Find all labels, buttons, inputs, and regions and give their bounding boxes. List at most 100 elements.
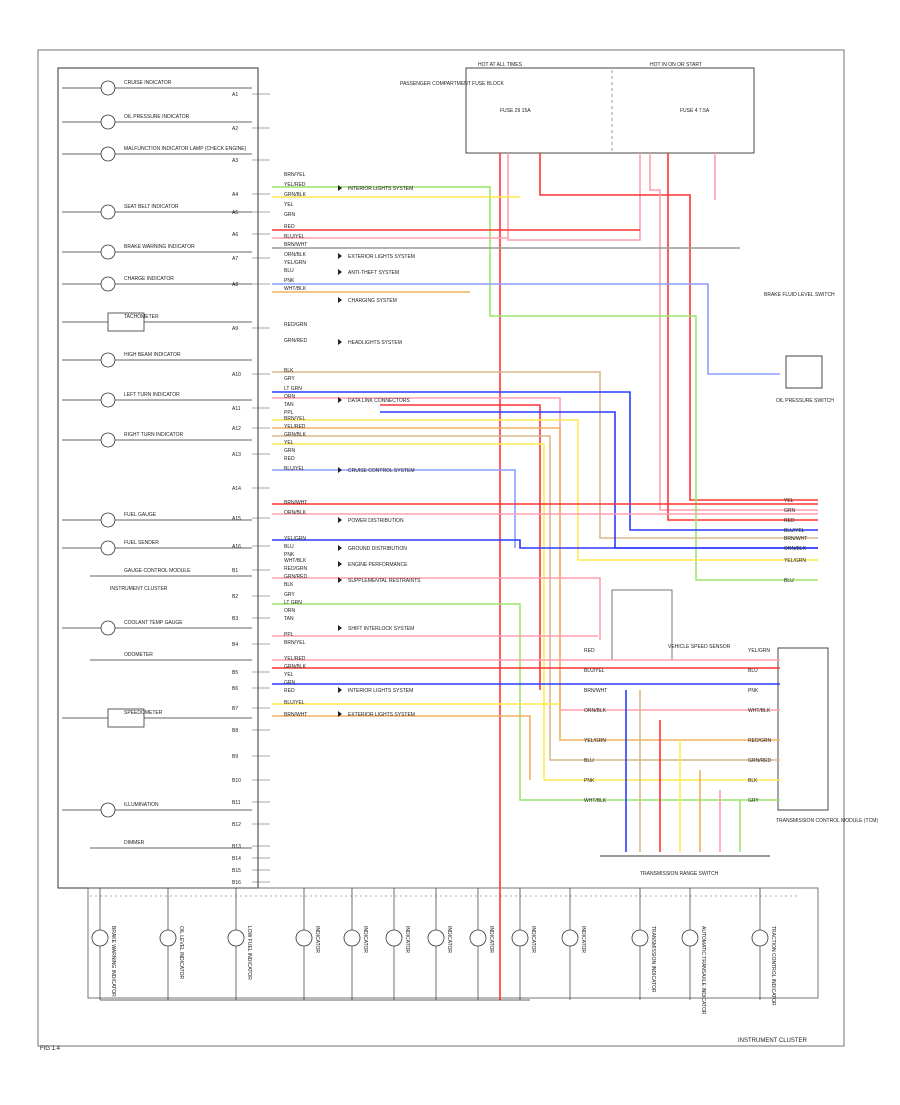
bottom-component-label: INDICATOR bbox=[530, 926, 536, 953]
reference-arrow bbox=[338, 297, 342, 303]
pin-number: B8 bbox=[232, 728, 238, 734]
tcm-wire-label: WHT/BLK bbox=[584, 798, 607, 804]
instrument-cluster-boundary bbox=[57, 67, 259, 889]
wire-color-label: GRN/BLK bbox=[284, 192, 307, 198]
indicator-lamp-symbol bbox=[100, 802, 116, 818]
component-label: MALFUNCTION INDICATOR LAMP (CHECK ENGINE… bbox=[124, 146, 247, 152]
bottom-component-label: INDICATOR bbox=[314, 926, 320, 953]
wire-route bbox=[272, 427, 780, 741]
gauge-control-box bbox=[611, 589, 673, 661]
wire-route bbox=[380, 404, 541, 690]
wire-route bbox=[667, 153, 818, 521]
reference-arrow bbox=[338, 711, 342, 717]
wire-color-label: BRN/WHT bbox=[284, 500, 307, 506]
wire-route bbox=[272, 577, 601, 640]
system-reference: CHARGING SYSTEM bbox=[348, 298, 397, 304]
vss-label: VEHICLE SPEED SENSOR bbox=[668, 644, 731, 650]
reference-arrow bbox=[338, 185, 342, 191]
wire-color-label: LT GRN bbox=[284, 600, 302, 606]
system-reference: ANTI-THEFT SYSTEM bbox=[348, 270, 399, 276]
wire-color-label: YEL bbox=[284, 202, 294, 208]
reference-arrow bbox=[338, 561, 342, 567]
indicator-lamp-symbol bbox=[100, 146, 116, 162]
wire-color-label: LT GRN bbox=[284, 386, 302, 392]
pin-number: B16 bbox=[232, 880, 241, 886]
indicator-lamp-symbol bbox=[100, 432, 116, 448]
wire-route bbox=[272, 715, 531, 780]
bottom-component-label: INDICATOR bbox=[580, 926, 586, 953]
reference-arrow bbox=[338, 577, 342, 583]
component-label: FUEL SENDER bbox=[124, 540, 159, 546]
wire-color-label: RED bbox=[284, 456, 295, 462]
wire-color-label: GRY bbox=[284, 376, 295, 382]
component-label: HIGH BEAM INDICATOR bbox=[124, 352, 181, 358]
tcm-wire-label: GRN/RED bbox=[748, 758, 771, 764]
pin-number: A7 bbox=[232, 256, 238, 262]
pin-number: A14 bbox=[232, 486, 241, 492]
pin-number: A1 bbox=[232, 92, 238, 98]
pin-number: A9 bbox=[232, 326, 238, 332]
pin-number: A10 bbox=[232, 372, 241, 378]
wire-route bbox=[272, 435, 780, 761]
wire-labels-group: BRN/YELYEL/REDGRN/BLKYELGRNREDBLU/YELBRN… bbox=[284, 172, 807, 804]
wire-color-label: TAN bbox=[284, 402, 294, 408]
indicator-lamp-symbol bbox=[100, 392, 116, 408]
reference-arrow bbox=[338, 397, 342, 403]
tcm-wire-label: RED bbox=[584, 648, 595, 654]
fuse-label-1: FUSE 29 15A bbox=[500, 108, 531, 114]
pin-number: A5 bbox=[232, 210, 238, 216]
wire-route bbox=[272, 371, 818, 539]
bottom-component-label: BRAKE WARNING INDICATOR bbox=[110, 926, 116, 997]
wire-color-label: YEL/GRN bbox=[284, 260, 306, 266]
wire-color-label: GRN bbox=[284, 448, 296, 454]
footer-left: FIG 1.4 bbox=[40, 1046, 61, 1052]
tcm-wire-label: RED/GRN bbox=[748, 738, 771, 744]
wire-route bbox=[272, 419, 818, 561]
component-label: SEAT BELT INDICATOR bbox=[124, 204, 179, 210]
wire-route bbox=[507, 153, 641, 241]
system-reference: DATA LINK CONNECTORS bbox=[348, 398, 410, 404]
bottom-indicator-symbol bbox=[511, 929, 529, 947]
tcm-wire-label: BLK bbox=[748, 778, 758, 784]
wire-color-label: PPL bbox=[284, 410, 294, 416]
reference-arrow bbox=[338, 625, 342, 631]
wire-color-label: RED bbox=[284, 224, 295, 230]
bottom-component-label: AUTOMATIC TRANSAXLE INDICATOR bbox=[700, 926, 706, 1015]
indicator-lamp-symbol bbox=[100, 540, 116, 556]
tcm-wire-label: BLU bbox=[748, 668, 758, 674]
wire-color-label: YEL/RED bbox=[284, 182, 306, 188]
oil-pressure-switch-label: OIL PRESSURE SWITCH bbox=[776, 398, 834, 404]
bottom-component-label: INDICATOR bbox=[488, 926, 494, 953]
system-reference: HEADLIGHTS SYSTEM bbox=[348, 340, 402, 346]
bottom-indicator-symbol bbox=[469, 929, 487, 947]
system-reference: INTERIOR LIGHTS SYSTEM bbox=[348, 186, 413, 192]
component-label: OIL PRESSURE INDICATOR bbox=[124, 114, 190, 120]
brake-fluid-switch-label: BRAKE FLUID LEVEL SWITCH bbox=[764, 292, 835, 298]
pin-number: B12 bbox=[232, 822, 241, 828]
wire-color-label: PNK bbox=[284, 278, 295, 284]
tcm-wire-label: WHT/BLK bbox=[748, 708, 771, 714]
wire-color-label: YEL/RED bbox=[284, 656, 306, 662]
reference-arrow bbox=[338, 687, 342, 693]
indicator-lamp-symbol bbox=[100, 276, 116, 292]
wire-color-label: ORN bbox=[284, 394, 296, 400]
pin-number: A6 bbox=[232, 232, 238, 238]
bottom-component-label: INDICATOR bbox=[404, 926, 410, 953]
component-label: COOLANT TEMP GAUGE bbox=[124, 620, 183, 626]
component-label: FUEL GAUGE bbox=[124, 512, 157, 518]
wire-route bbox=[272, 283, 780, 375]
reference-arrow bbox=[338, 253, 342, 259]
pin-number: B14 bbox=[232, 856, 241, 862]
pin-number: B7 bbox=[232, 706, 238, 712]
wire-color-label: BLU/YEL bbox=[284, 234, 305, 240]
wires-group bbox=[272, 153, 818, 1000]
component-label: LEFT TURN INDICATOR bbox=[124, 392, 180, 398]
tcm-wire-label: ORN/BLK bbox=[584, 708, 607, 714]
reference-arrow bbox=[338, 269, 342, 275]
component-label: CRUISE INDICATOR bbox=[124, 80, 172, 86]
system-reference: CRUISE CONTROL SYSTEM bbox=[348, 468, 415, 474]
pin-number: A3 bbox=[232, 158, 238, 164]
wire-route bbox=[272, 186, 818, 581]
wire-color-label: BLU/YEL bbox=[284, 700, 305, 706]
